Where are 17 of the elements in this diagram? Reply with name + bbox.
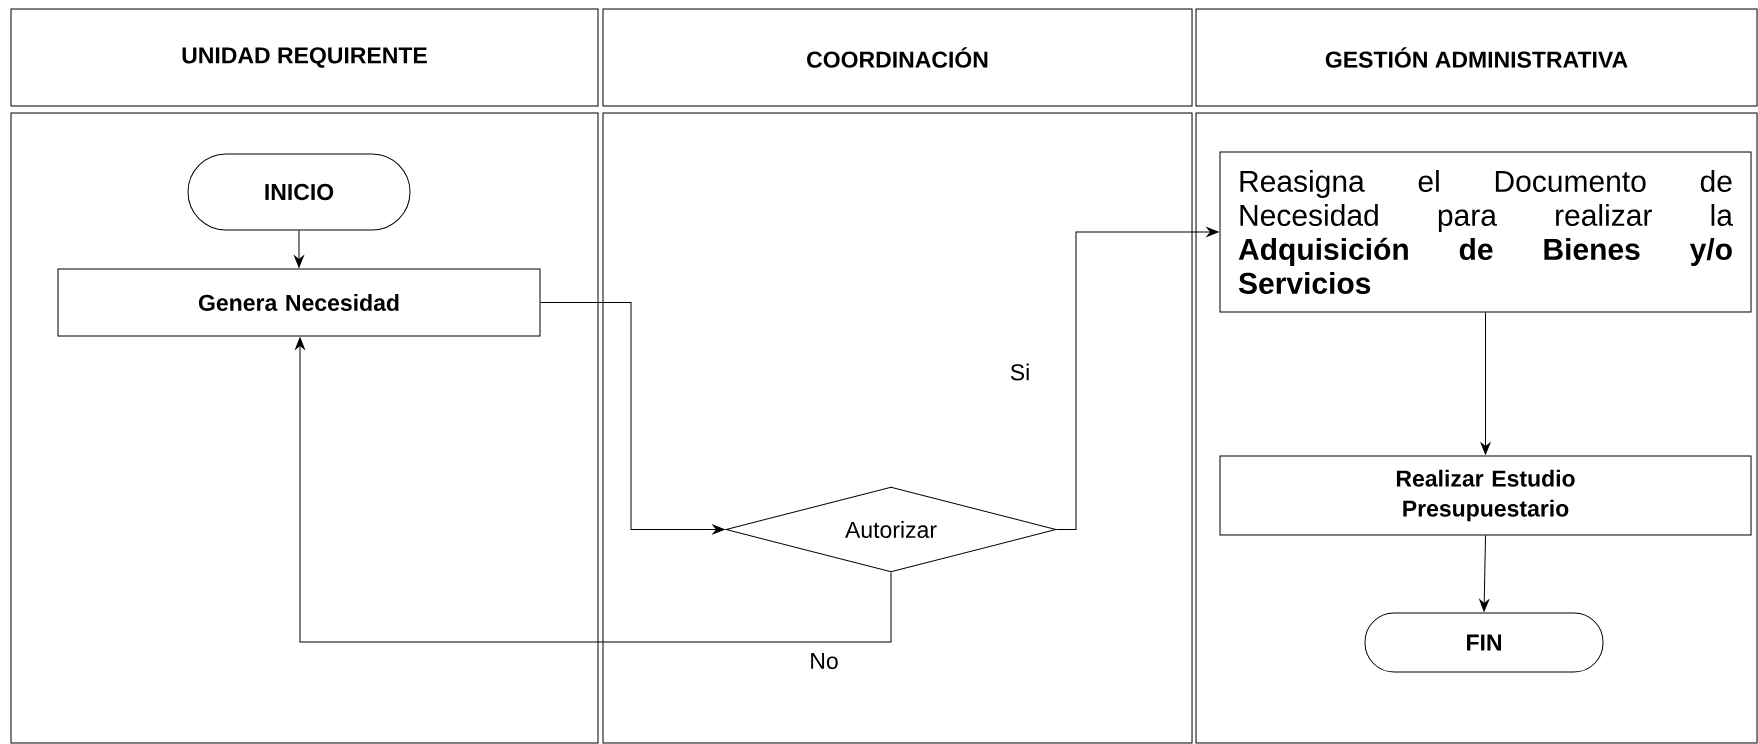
edge-label: No [807,651,841,672]
lane-header: UNIDAD REQUIRENTE [10,8,599,107]
swimlane [10,112,599,744]
arrow [294,230,304,268]
swimlane [602,112,1193,744]
lane-header: COORDINACIÓN [602,8,1193,107]
arrow [1479,535,1490,612]
arrow [295,337,892,643]
swimlane [1195,112,1758,744]
process-box: Reasigna el Documento de Necesidad para realizar la Adquisición de Bienes y/o Servicios [1219,151,1752,313]
edge-label: Si [1007,361,1033,383]
arrow [1056,227,1219,530]
process-box: Realizar Estudio Presupuestario [1219,455,1752,536]
arrow [1480,312,1491,455]
arrow [540,302,725,535]
lane-header: GESTIÓN ADMINISTRATIVA [1195,8,1758,107]
process-box: Genera Necesidad [57,268,541,337]
